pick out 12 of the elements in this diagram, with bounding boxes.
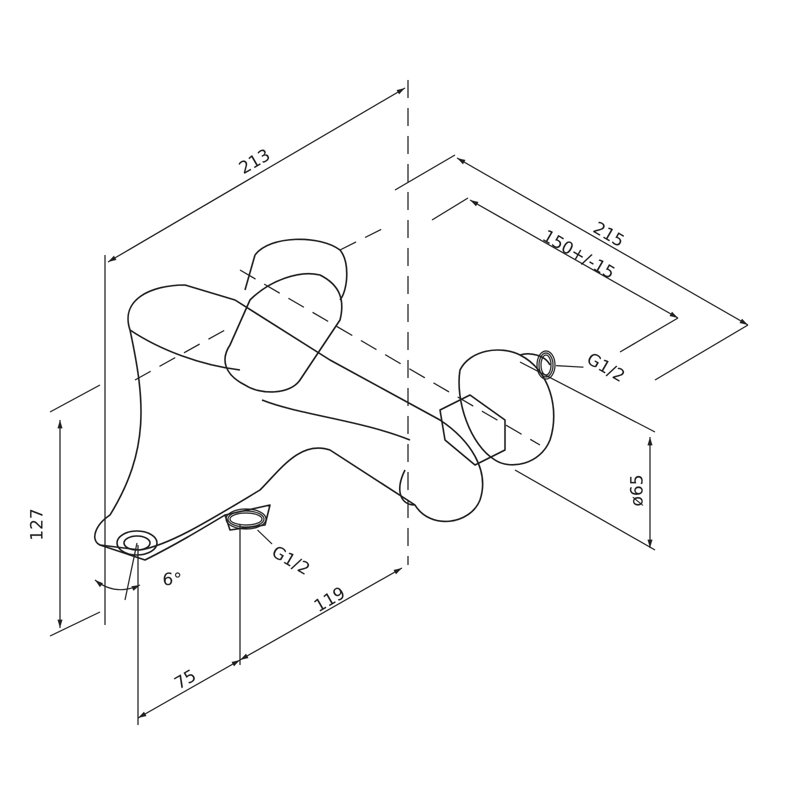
dimension-label: 213 [236,146,274,178]
thread-connector [536,350,556,380]
thread-connector [225,508,267,530]
dimension-label: ø65 [630,474,647,506]
thread-label: G1/2 [583,351,628,386]
leader-line [257,530,272,544]
dimension-label: 6° [162,572,182,588]
thread-label: G1/2 [268,544,312,579]
leader-line [556,365,584,368]
dimension-label: 119 [312,584,349,616]
dimension-label: 75 [172,667,200,693]
dimension-label: 127 [30,508,47,540]
